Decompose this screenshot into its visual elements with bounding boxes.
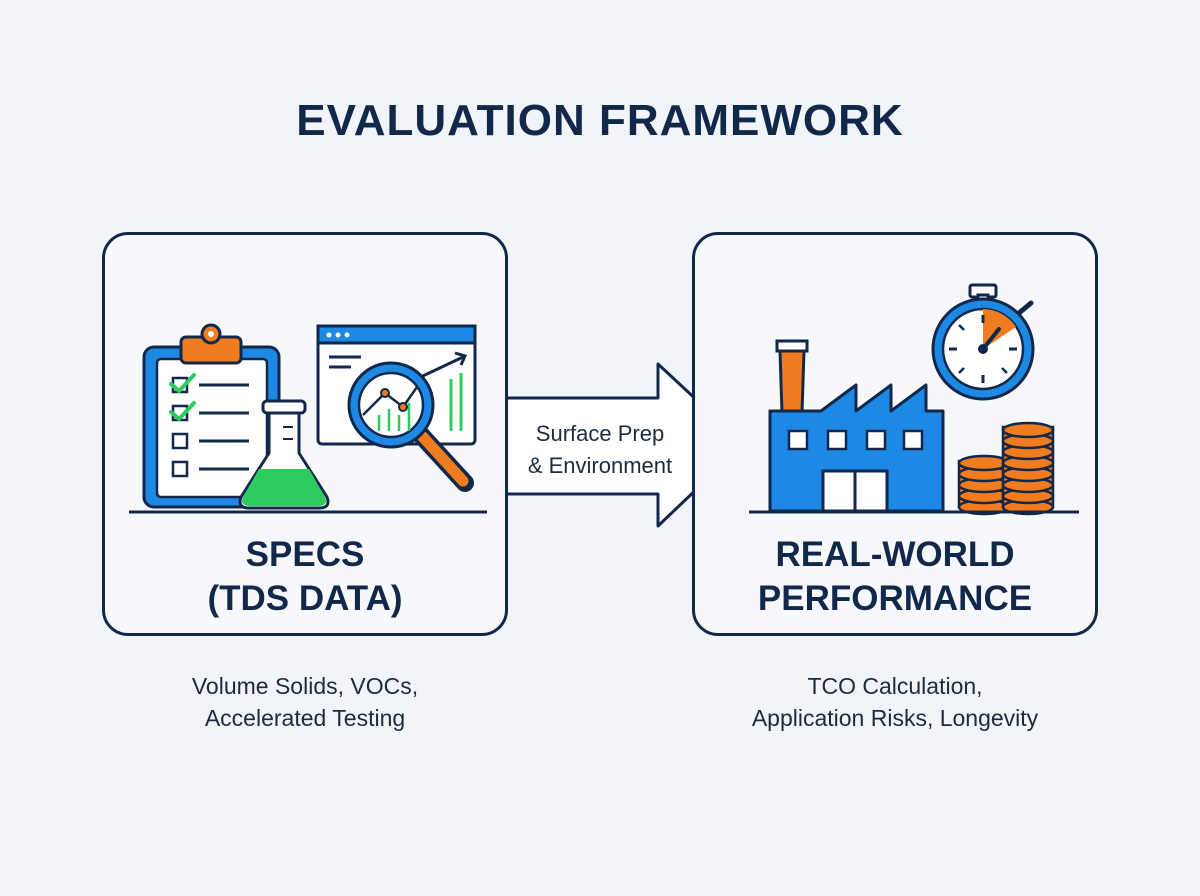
page-title: EVALUATION FRAMEWORK [296, 96, 904, 145]
arrow-label: Surface Prep & Environment [505, 418, 695, 482]
specs-label-line1: SPECS [245, 535, 365, 574]
lab-flask-icon [238, 399, 330, 510]
magnifier-icon [347, 361, 474, 492]
specs-caption: Volume Solids, VOCs, Accelerated Testing [102, 670, 508, 734]
specs-label-line2: (TDS DATA) [207, 579, 403, 618]
specs-caption-line1: Volume Solids, VOCs, [191, 673, 419, 699]
specs-illustration [129, 323, 487, 514]
clipboard-checklist-icon [142, 323, 281, 509]
performance-label-line1: REAL-WORLD [775, 535, 1015, 574]
performance-label: REAL-WORLD PERFORMANCE [695, 533, 1095, 621]
specs-caption-line2: Accelerated Testing [204, 705, 406, 731]
performance-label-line2: PERFORMANCE [757, 579, 1033, 618]
coin-stack-icon [957, 421, 1055, 516]
performance-caption-line1: TCO Calculation, [807, 673, 983, 699]
arrow-label-line2: & Environment [527, 453, 673, 478]
performance-caption-line2: Application Risks, Longevity [751, 705, 1039, 731]
performance-panel: REAL-WORLD PERFORMANCE [692, 232, 1098, 636]
factory-icon [768, 339, 945, 513]
performance-illustration [749, 283, 1079, 516]
specs-label: SPECS (TDS DATA) [105, 533, 505, 621]
stopwatch-icon [931, 283, 1035, 401]
arrow-label-line1: Surface Prep [535, 421, 665, 446]
specs-panel: SPECS (TDS DATA) [102, 232, 508, 636]
performance-caption: TCO Calculation, Application Risks, Long… [692, 670, 1098, 734]
